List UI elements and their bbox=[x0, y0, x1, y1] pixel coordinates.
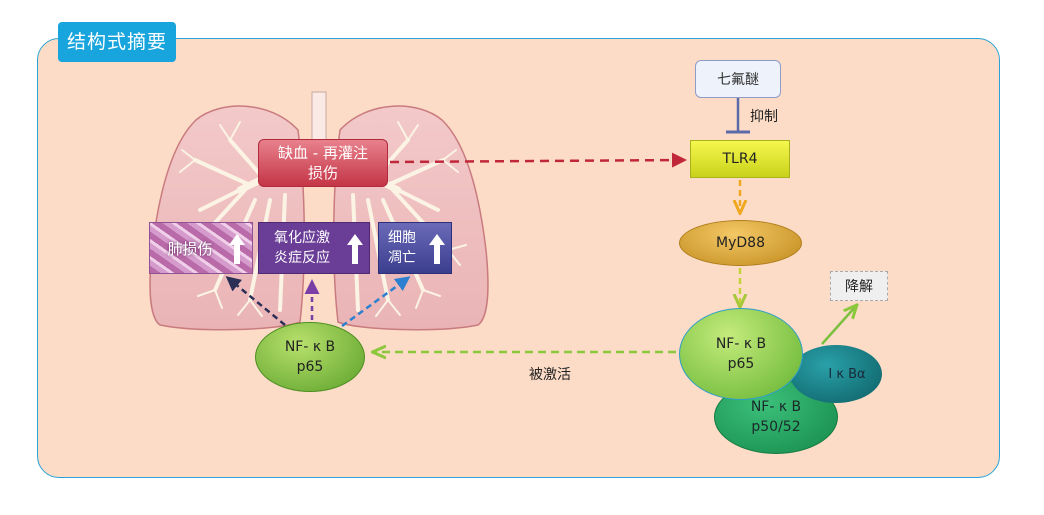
up-arrow-icon bbox=[229, 234, 245, 264]
nfkb-p65-left: NF- κ B p65 bbox=[255, 322, 365, 392]
lung-illustration bbox=[149, 91, 489, 331]
inhibit-label: 抑制 bbox=[750, 109, 778, 125]
apoptosis-label: 细胞 凋亡 bbox=[388, 230, 416, 266]
activated-label: 被激活 bbox=[529, 367, 571, 383]
lung-injury-label: 肺损伤 bbox=[167, 239, 213, 258]
tlr4-box: TLR4 bbox=[690, 140, 790, 178]
p65-to-apoptosis-arrow bbox=[341, 276, 411, 328]
oxidative-label: 氧化应激 炎症反应 bbox=[274, 230, 330, 266]
page-title: 结构式摘要 bbox=[58, 22, 176, 62]
ikb-alpha-node: I κ Bα bbox=[790, 345, 882, 403]
ischemia-to-tlr4-arrow bbox=[389, 152, 687, 168]
nfkb-p65-right: NF- κ B p65 bbox=[679, 308, 803, 400]
up-arrow-icon bbox=[429, 234, 445, 264]
degrade-box: 降解 bbox=[830, 271, 888, 301]
up-arrow-icon bbox=[347, 234, 363, 264]
myd88-node: MyD88 bbox=[679, 220, 802, 266]
p65-to-lung-injury-arrow bbox=[225, 276, 286, 326]
oxidative-inflammation-box: 氧化应激 炎症反应 bbox=[258, 222, 370, 274]
ischemia-reperfusion-box: 缺血 - 再灌注 损伤 bbox=[258, 139, 388, 187]
sevoflurane-box: 七氟醚 bbox=[695, 60, 781, 98]
degrade-arrow bbox=[821, 306, 856, 345]
lung-injury-box: 肺损伤 bbox=[149, 222, 253, 274]
ikb-alpha-label: I κ Bα bbox=[828, 366, 866, 382]
